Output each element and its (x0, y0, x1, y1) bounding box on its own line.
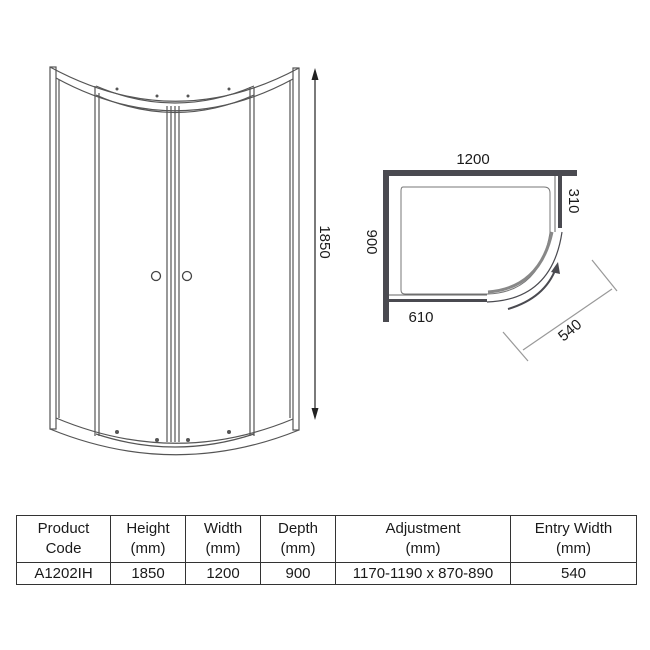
cell-width: 1200 (185, 562, 261, 585)
front-fixed-panel (389, 299, 487, 302)
cell-depth: 900 (260, 562, 336, 585)
cell-product-code: A1202IH (16, 562, 111, 585)
front-fixed-dimension-label: 610 (408, 309, 433, 326)
width-dimension-label: 1200 (456, 151, 489, 168)
shower-tray-plan: 1200 900 310 610 540 (363, 151, 618, 362)
right-post (292, 67, 300, 431)
header-height: Height(mm) (110, 515, 186, 563)
header-width: Width(mm) (185, 515, 261, 563)
height-dimension-label: 1850 (316, 225, 333, 258)
bottom-track (49, 428, 300, 456)
tray-outline (400, 186, 551, 295)
left-post (49, 66, 57, 430)
shower-enclosure-elevation: 1850 (49, 66, 333, 456)
depth-dimension-label: 900 (363, 229, 380, 254)
cell-entry-width: 540 (510, 562, 637, 585)
left-door-handle (150, 270, 162, 282)
right-door-handle (181, 270, 193, 282)
top-track (49, 66, 300, 102)
height-dimension (311, 68, 319, 420)
header-adjustment: Adjustment(mm) (335, 515, 511, 563)
entry-dimension-label: 540 (555, 316, 585, 345)
side-fixed-panel (558, 176, 562, 228)
curved-door-outer (486, 231, 563, 303)
entry-dimension (502, 259, 618, 362)
header-entry-width: Entry Width(mm) (510, 515, 637, 563)
table-row: A1202IH 1850 1200 900 1170-1190 x 870-89… (16, 562, 637, 585)
sliding-direction-arrow (507, 267, 557, 310)
header-depth: Depth(mm) (260, 515, 336, 563)
cell-height: 1850 (110, 562, 186, 585)
cell-adjustment: 1170-1190 x 870-890 (335, 562, 511, 585)
side-return-dimension-label: 310 (565, 188, 582, 213)
curved-door-inner (487, 231, 554, 294)
